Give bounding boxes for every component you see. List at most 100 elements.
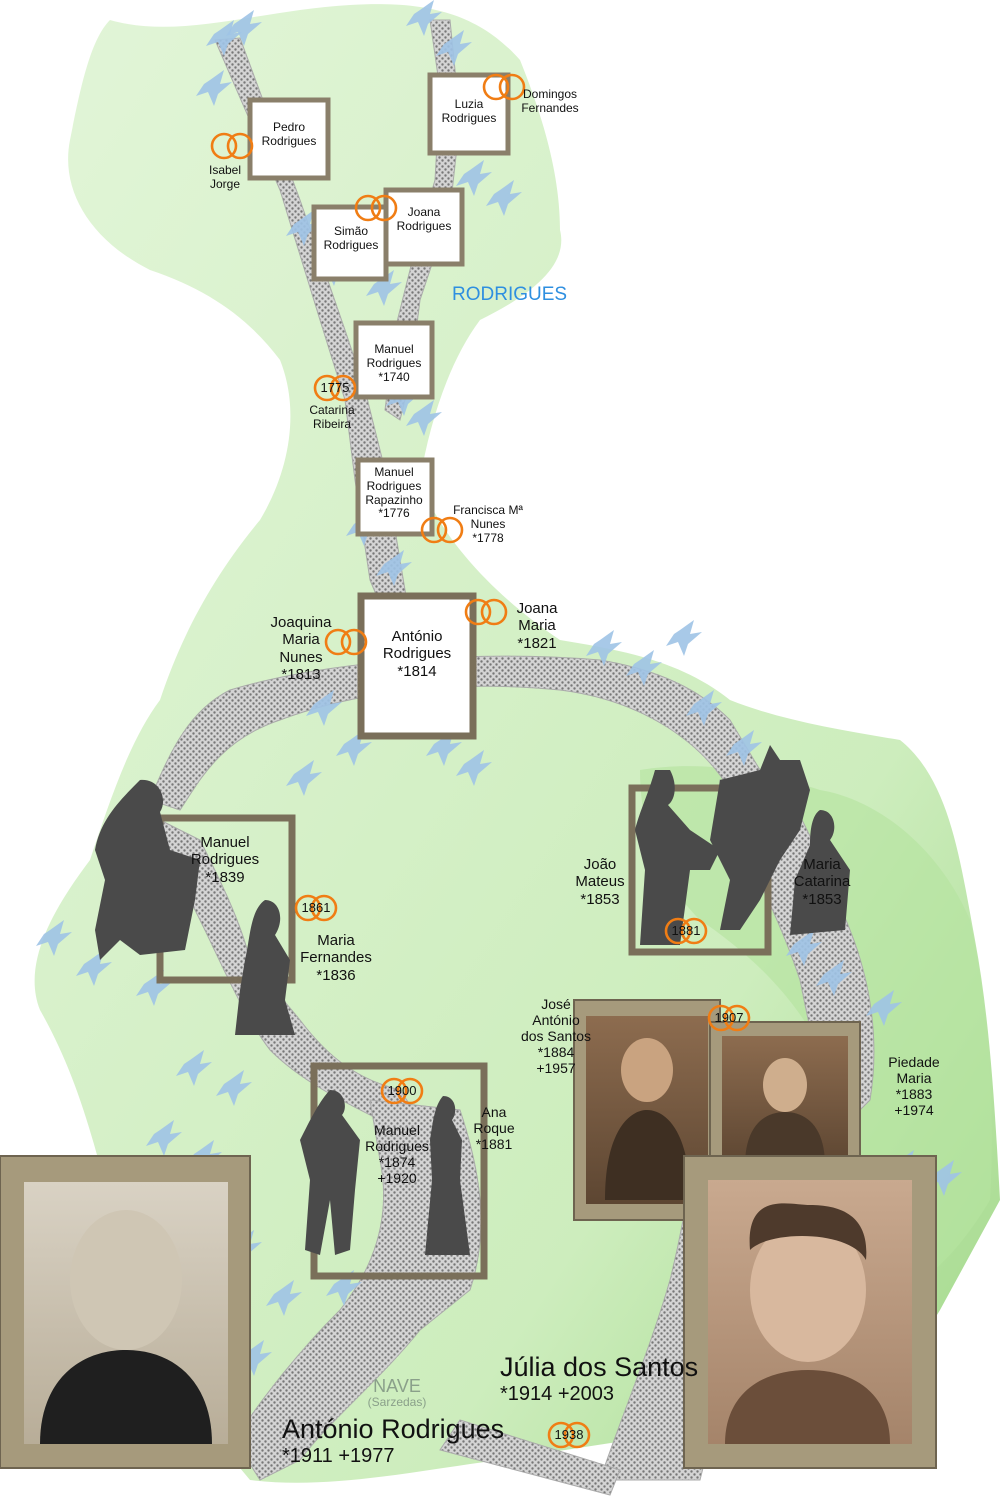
silhouette-ana-roque bbox=[425, 1096, 470, 1255]
person-label-line: Luzia bbox=[454, 97, 484, 111]
person-label-line: Joana bbox=[407, 205, 441, 219]
person-label-line: Fernandes bbox=[521, 100, 579, 115]
person-label-line: Rodrigues bbox=[261, 133, 317, 148]
person-label-line: *1814 bbox=[397, 662, 437, 680]
marriage-year-1938: 1938 bbox=[554, 1427, 584, 1442]
person-label-line: dos Santos bbox=[520, 1028, 592, 1045]
person-antonio-rodrigues-1911: António Rodrigues *1911 +1977 bbox=[282, 1414, 504, 1468]
person-label-line: Rodrigues bbox=[323, 237, 379, 252]
julia-name: Júlia dos Santos bbox=[500, 1352, 699, 1382]
person-label-line: Rodrigues bbox=[366, 355, 422, 370]
silhouettes bbox=[95, 745, 850, 1255]
person-label-line: *1884 bbox=[537, 1044, 575, 1061]
person-label-line: Rodrigues bbox=[190, 851, 260, 869]
person-label-line: *1836 bbox=[316, 966, 356, 984]
person-label-line: Simão bbox=[333, 224, 368, 238]
person-label-line: Manuel bbox=[200, 834, 250, 851]
family-title: RODRIGUES bbox=[452, 284, 568, 305]
person-label-line: Mateus bbox=[575, 873, 625, 891]
julia-dates: *1914 +2003 bbox=[500, 1383, 615, 1406]
marriage-year-1907: 1907 bbox=[714, 1010, 744, 1025]
antonio-dates: *1911 +1977 bbox=[282, 1445, 395, 1468]
place-name: NAVE bbox=[373, 1376, 421, 1396]
person-label-line: *1881 bbox=[475, 1136, 513, 1153]
person-label-line: Piedade bbox=[888, 1054, 940, 1070]
person-label-line: Rodrigues bbox=[441, 110, 497, 125]
person-label-line: *1778 bbox=[472, 530, 504, 545]
silhouette-maria-fernandes bbox=[235, 900, 295, 1035]
person-label-line: *1740 bbox=[378, 369, 410, 384]
person-label-line: Maria bbox=[803, 856, 841, 873]
person-label-line: José bbox=[541, 996, 571, 1012]
photo-frames bbox=[0, 999, 937, 1469]
person-label-line: Maria bbox=[317, 932, 355, 949]
person-label-line: Manuel bbox=[374, 1122, 420, 1138]
place-subtitle: (Sarzedas) bbox=[367, 1395, 427, 1409]
silhouette-joao-mateus bbox=[635, 770, 720, 945]
person-label-line: *1883 bbox=[895, 1086, 933, 1103]
person-label-line: Maria bbox=[518, 617, 556, 635]
person-label-line: Rodrigues bbox=[365, 1138, 429, 1155]
person-julia-dos-santos: Júlia dos Santos *1914 +2003 bbox=[500, 1352, 698, 1406]
person-label-line: *1853 bbox=[802, 890, 842, 908]
silhouette-manuel-1874 bbox=[300, 1090, 360, 1255]
person-label-line: Nunes bbox=[279, 648, 323, 666]
person-label-line: Pedro bbox=[272, 120, 306, 134]
person-label-line: Manuel bbox=[374, 465, 414, 479]
person-label-line: Domingos bbox=[522, 87, 578, 101]
person-label-line: Catarina bbox=[309, 403, 355, 417]
person-label-line: Fernandes bbox=[300, 949, 372, 967]
person-label-line: Ribeira bbox=[312, 416, 351, 431]
person-label-line: Rodrigues bbox=[396, 218, 452, 233]
person-label-line: *1776 bbox=[378, 506, 410, 521]
silhouette-manuel-1839 bbox=[95, 779, 200, 960]
person-label-line: Rapazinho bbox=[365, 492, 423, 507]
person-label-line: Manuel bbox=[374, 342, 414, 356]
person-label-line: Jorge bbox=[209, 176, 241, 191]
person-label-line: João bbox=[583, 856, 617, 873]
person-label-line: *1813 bbox=[281, 665, 321, 683]
person-label-line: Joana bbox=[516, 600, 558, 617]
person-label-line: António bbox=[532, 1012, 580, 1029]
person-label-line: +1957 bbox=[536, 1060, 576, 1077]
person-label-line: *1821 bbox=[517, 634, 557, 652]
person-label-line: +1920 bbox=[377, 1170, 417, 1187]
silhouette-maria-catarina bbox=[790, 810, 850, 935]
person-label-line: Francisca Mª bbox=[453, 503, 523, 517]
marriage-year-1775: 1775 bbox=[320, 380, 350, 395]
person-label-line: Ana bbox=[481, 1104, 507, 1120]
person-label-line: +1974 bbox=[894, 1102, 934, 1119]
person-label-line: Maria bbox=[282, 631, 320, 649]
person-label-line: Isabel bbox=[208, 163, 242, 177]
ancestor-frames bbox=[156, 72, 772, 1280]
marriage-year-1881: 1881 bbox=[671, 923, 701, 938]
person-label-line: *1853 bbox=[580, 890, 620, 908]
person-label-line: *1839 bbox=[205, 868, 245, 886]
person-label-line: Joaquina bbox=[270, 614, 332, 631]
person-label-line: Rodrigues bbox=[382, 645, 452, 663]
marriage-year-1900: 1900 bbox=[387, 1083, 417, 1098]
person-label-line: Catarina bbox=[793, 873, 851, 891]
person-label-line: António bbox=[391, 628, 443, 645]
antonio-name: António Rodrigues bbox=[282, 1414, 505, 1444]
marriage-year-1861: 1861 bbox=[301, 900, 331, 915]
